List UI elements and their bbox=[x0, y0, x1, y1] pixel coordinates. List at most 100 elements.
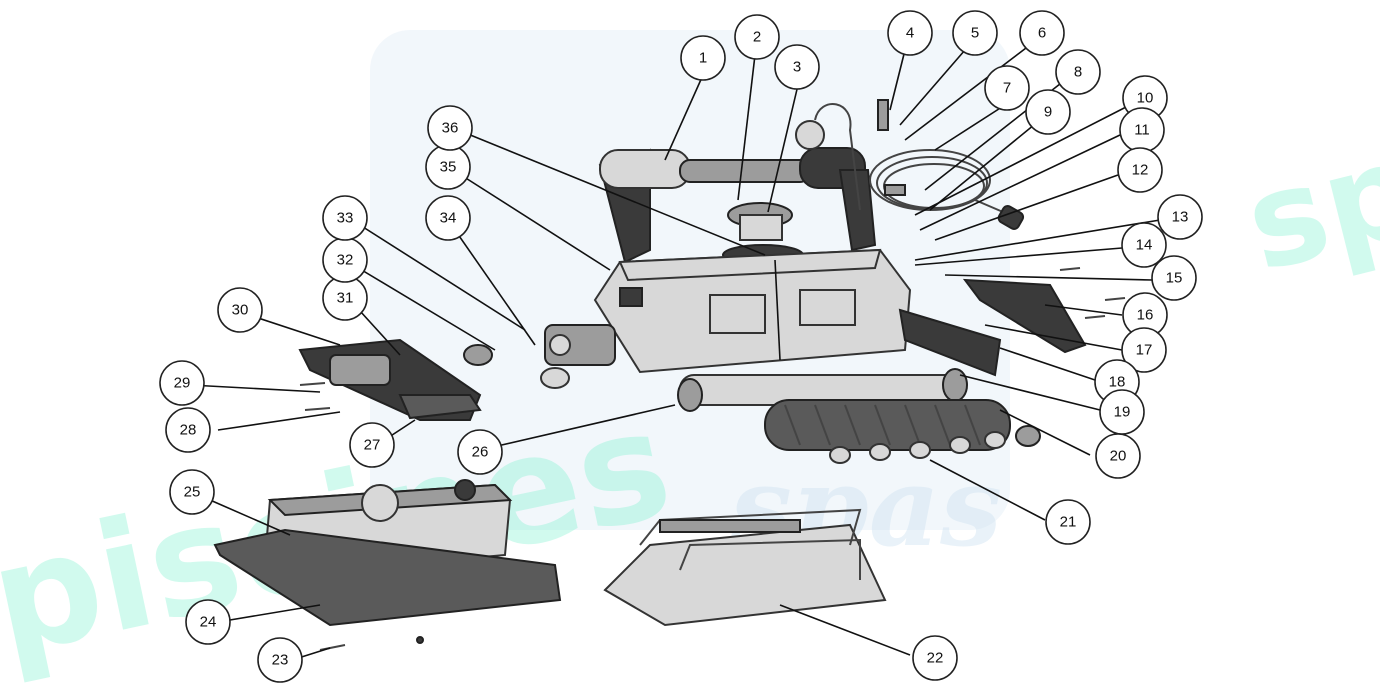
callout-13: 13 bbox=[1157, 194, 1203, 240]
callout-26: 26 bbox=[457, 429, 503, 475]
callout-label: 33 bbox=[337, 210, 354, 227]
callout-7: 7 bbox=[984, 65, 1030, 111]
callout-label: 15 bbox=[1166, 270, 1183, 287]
callout-label: 11 bbox=[1134, 122, 1150, 139]
callout-label: 19 bbox=[1114, 404, 1131, 421]
callout-15: 15 bbox=[1151, 255, 1197, 301]
callout-circle bbox=[257, 637, 303, 683]
callout-circle bbox=[1055, 49, 1101, 95]
callout-circle bbox=[887, 10, 933, 56]
callout-label: 1 bbox=[699, 50, 707, 67]
callout-circle bbox=[912, 635, 958, 681]
callout-label: 21 bbox=[1060, 514, 1077, 531]
callout-label: 26 bbox=[472, 444, 489, 461]
callout-label: 28 bbox=[180, 422, 197, 439]
parts-drawing bbox=[213, 99, 1126, 651]
callout-3: 3 bbox=[774, 44, 820, 90]
callout-label: 27 bbox=[364, 437, 381, 454]
callout-circle bbox=[185, 599, 231, 645]
callout-6: 6 bbox=[1019, 10, 1065, 56]
callout-circle bbox=[427, 105, 473, 151]
filter-frame-part bbox=[603, 508, 887, 627]
callout-label: 17 bbox=[1136, 342, 1153, 359]
callout-circle bbox=[1019, 10, 1065, 56]
callout-label: 16 bbox=[1137, 307, 1154, 324]
callout-circle bbox=[169, 469, 215, 515]
callout-circle bbox=[952, 10, 998, 56]
callout-label: 10 bbox=[1137, 90, 1154, 107]
callout-2: 2 bbox=[734, 14, 780, 60]
callout-30: 30 bbox=[217, 287, 263, 333]
callout-29: 29 bbox=[159, 360, 205, 406]
callout-35: 35 bbox=[425, 144, 471, 190]
callout-label: 7 bbox=[1003, 80, 1011, 97]
callout-label: 6 bbox=[1038, 25, 1046, 42]
axle-rollers-part bbox=[677, 368, 968, 412]
callout-label: 9 bbox=[1044, 104, 1052, 121]
callout-1: 1 bbox=[680, 35, 726, 81]
right-track-part bbox=[898, 278, 1087, 377]
callout-label: 25 bbox=[184, 484, 201, 501]
callout-label: 5 bbox=[971, 25, 979, 42]
callout-circle bbox=[1157, 194, 1203, 240]
callout-circle bbox=[159, 360, 205, 406]
callout-label: 32 bbox=[337, 252, 354, 269]
callout-21: 21 bbox=[1045, 499, 1091, 545]
callout-label: 12 bbox=[1132, 162, 1149, 179]
callout-circle bbox=[217, 287, 263, 333]
callout-circle bbox=[165, 407, 211, 453]
callout-label: 13 bbox=[1172, 209, 1189, 226]
callout-label: 2 bbox=[753, 29, 761, 46]
callout-25: 25 bbox=[169, 469, 215, 515]
callout-label: 4 bbox=[906, 25, 914, 42]
callout-circle bbox=[1117, 147, 1163, 193]
callout-4: 4 bbox=[887, 10, 933, 56]
callout-17: 17 bbox=[1121, 327, 1167, 373]
callout-label: 34 bbox=[440, 210, 457, 227]
callout-circle bbox=[457, 429, 503, 475]
callout-circle bbox=[1025, 89, 1071, 135]
callout-circle bbox=[734, 14, 780, 60]
callout-19: 19 bbox=[1099, 389, 1145, 435]
callout-33: 33 bbox=[322, 195, 368, 241]
leader-lines bbox=[189, 44, 1161, 661]
callout-28: 28 bbox=[165, 407, 211, 453]
callout-label: 23 bbox=[272, 652, 289, 669]
callout-8: 8 bbox=[1055, 49, 1101, 95]
callout-label: 18 bbox=[1109, 374, 1126, 391]
callout-circle bbox=[1095, 433, 1141, 479]
callout-22: 22 bbox=[912, 635, 958, 681]
callout-24: 24 bbox=[185, 599, 231, 645]
callout-label: 36 bbox=[442, 120, 459, 137]
callout-label: 31 bbox=[337, 290, 354, 307]
callout-34: 34 bbox=[425, 195, 471, 241]
callout-label: 20 bbox=[1110, 448, 1127, 465]
callout-circle bbox=[1045, 499, 1091, 545]
callout-16: 16 bbox=[1122, 292, 1168, 338]
callout-14: 14 bbox=[1121, 222, 1167, 268]
callout-circle bbox=[1121, 222, 1167, 268]
callout-label: 22 bbox=[927, 650, 944, 667]
callout-circle bbox=[425, 195, 471, 241]
callout-36: 36 bbox=[427, 105, 473, 151]
callout-23: 23 bbox=[257, 637, 303, 683]
callouts: 1 2 3 4 5 6 7 8 9 10 11 12 13 14 15 16 1… bbox=[159, 10, 1203, 683]
handle-part bbox=[598, 147, 877, 264]
screws-part bbox=[299, 267, 1126, 651]
body-housing-part bbox=[593, 248, 912, 374]
callout-20: 20 bbox=[1095, 433, 1141, 479]
callout-circle bbox=[349, 422, 395, 468]
callout-circle bbox=[680, 35, 726, 81]
left-track-part bbox=[298, 338, 482, 421]
callout-label: 3 bbox=[793, 59, 801, 76]
callout-12: 12 bbox=[1117, 147, 1163, 193]
callout-circle bbox=[322, 195, 368, 241]
callout-9: 9 bbox=[1025, 89, 1071, 135]
callout-circle bbox=[1121, 327, 1167, 373]
callout-circle bbox=[1151, 255, 1197, 301]
callout-circle bbox=[774, 44, 820, 90]
callout-27: 27 bbox=[349, 422, 395, 468]
callout-label: 14 bbox=[1136, 237, 1153, 254]
motor-part bbox=[463, 324, 616, 389]
